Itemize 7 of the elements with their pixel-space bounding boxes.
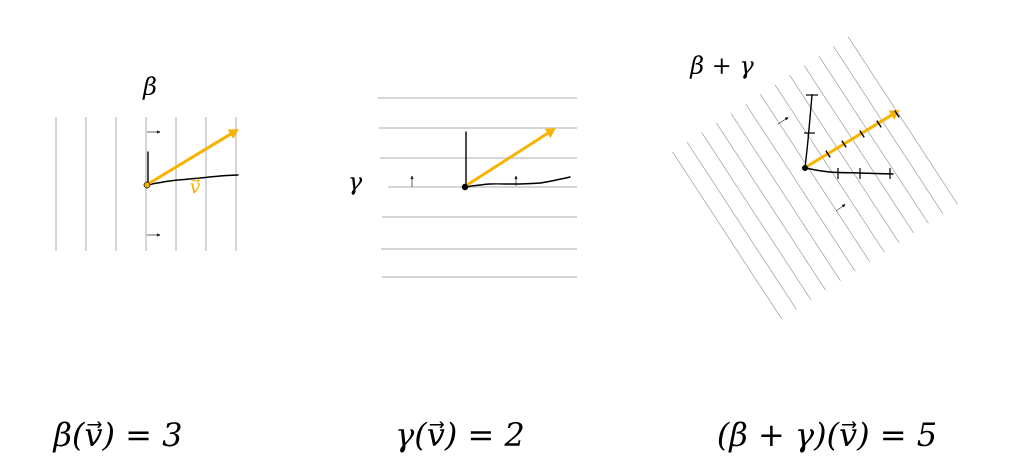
covector-label: γ (350, 177, 363, 195)
vector-label: v⃗ (190, 178, 201, 194)
equation: γ(v⃗) = 2 (398, 421, 523, 453)
covector-label: β + γ (689, 55, 754, 79)
covector-label: β (142, 76, 156, 100)
equation: β(v⃗) = 3 (52, 421, 181, 453)
equation: (β + γ)(v⃗) = 5 (718, 421, 936, 453)
